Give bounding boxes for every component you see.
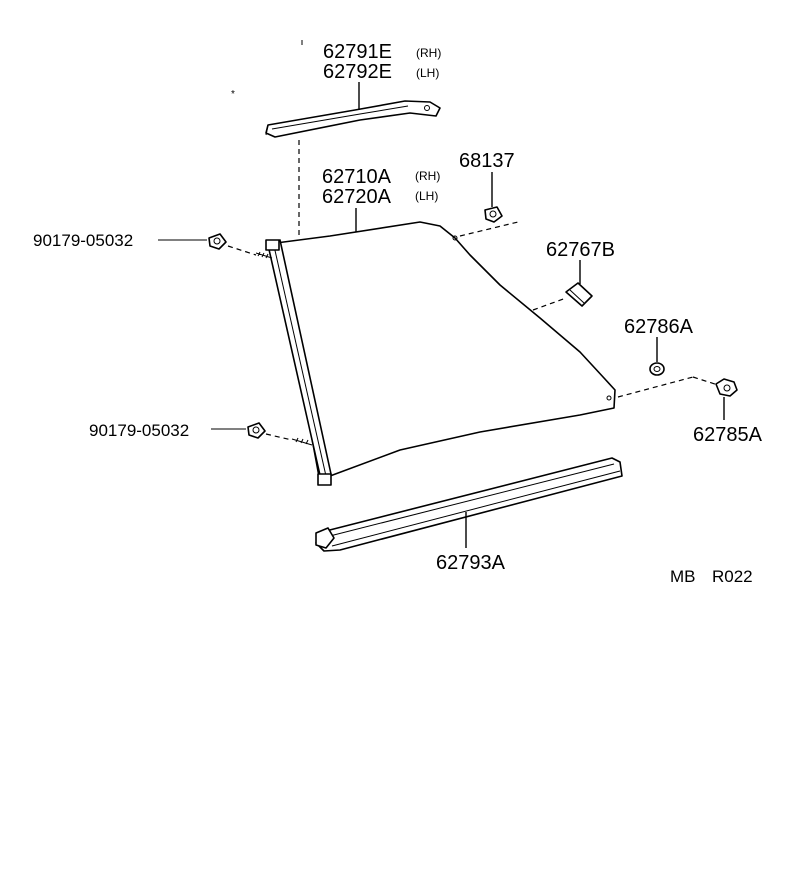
trim-panel	[265, 221, 616, 486]
screw-lower-number: 90179-05032	[89, 421, 189, 440]
clip-68137-number: 68137	[459, 150, 515, 172]
diagram-code-prefix: MB	[670, 567, 696, 586]
upper-molding	[265, 100, 441, 138]
screw-upper-dashed-link	[227, 245, 257, 256]
trim-panel-rh-tag: (RH)	[415, 169, 440, 183]
stray-mark: *	[231, 89, 235, 100]
screw-lower-stud	[291, 437, 313, 446]
trim-panel-rh-number: 62710A	[322, 166, 392, 188]
grommet-62786A-number: 62786A	[624, 316, 694, 338]
clip-62767B-dashed-link	[532, 297, 567, 311]
screw-lower	[247, 422, 266, 439]
clip-62785A-number: 62785A	[693, 424, 763, 446]
trim-panel-lh-tag: (LH)	[415, 189, 438, 203]
upper-molding-lh-tag: (LH)	[416, 66, 439, 80]
lower-molding	[315, 457, 623, 552]
screw-upper	[208, 233, 227, 250]
trim-panel-lh-number: 62720A	[322, 186, 392, 208]
screw-lower-dashed-link	[265, 433, 293, 441]
grommet-62786A	[649, 362, 665, 376]
diagram-code: R022	[712, 567, 753, 586]
clip-62785A-dashed-link	[692, 376, 719, 386]
clip-62767B-number: 62767B	[546, 239, 615, 261]
clip-62785A	[715, 378, 738, 397]
screw-upper-number: 90179-05032	[33, 231, 133, 250]
clip-68137	[484, 206, 503, 223]
clip-68137-dashed-link	[459, 221, 519, 237]
clip-62767B	[565, 282, 593, 307]
upper-molding-rh-tag: (RH)	[416, 46, 441, 60]
lower-molding-number: 62793A	[436, 552, 506, 574]
screw-upper-stud	[255, 251, 273, 259]
panel-rear-dashed-link	[617, 376, 694, 398]
upper-molding-lh-number: 62792E	[323, 61, 392, 83]
upper-molding-rh-number: 62791E	[323, 41, 392, 63]
